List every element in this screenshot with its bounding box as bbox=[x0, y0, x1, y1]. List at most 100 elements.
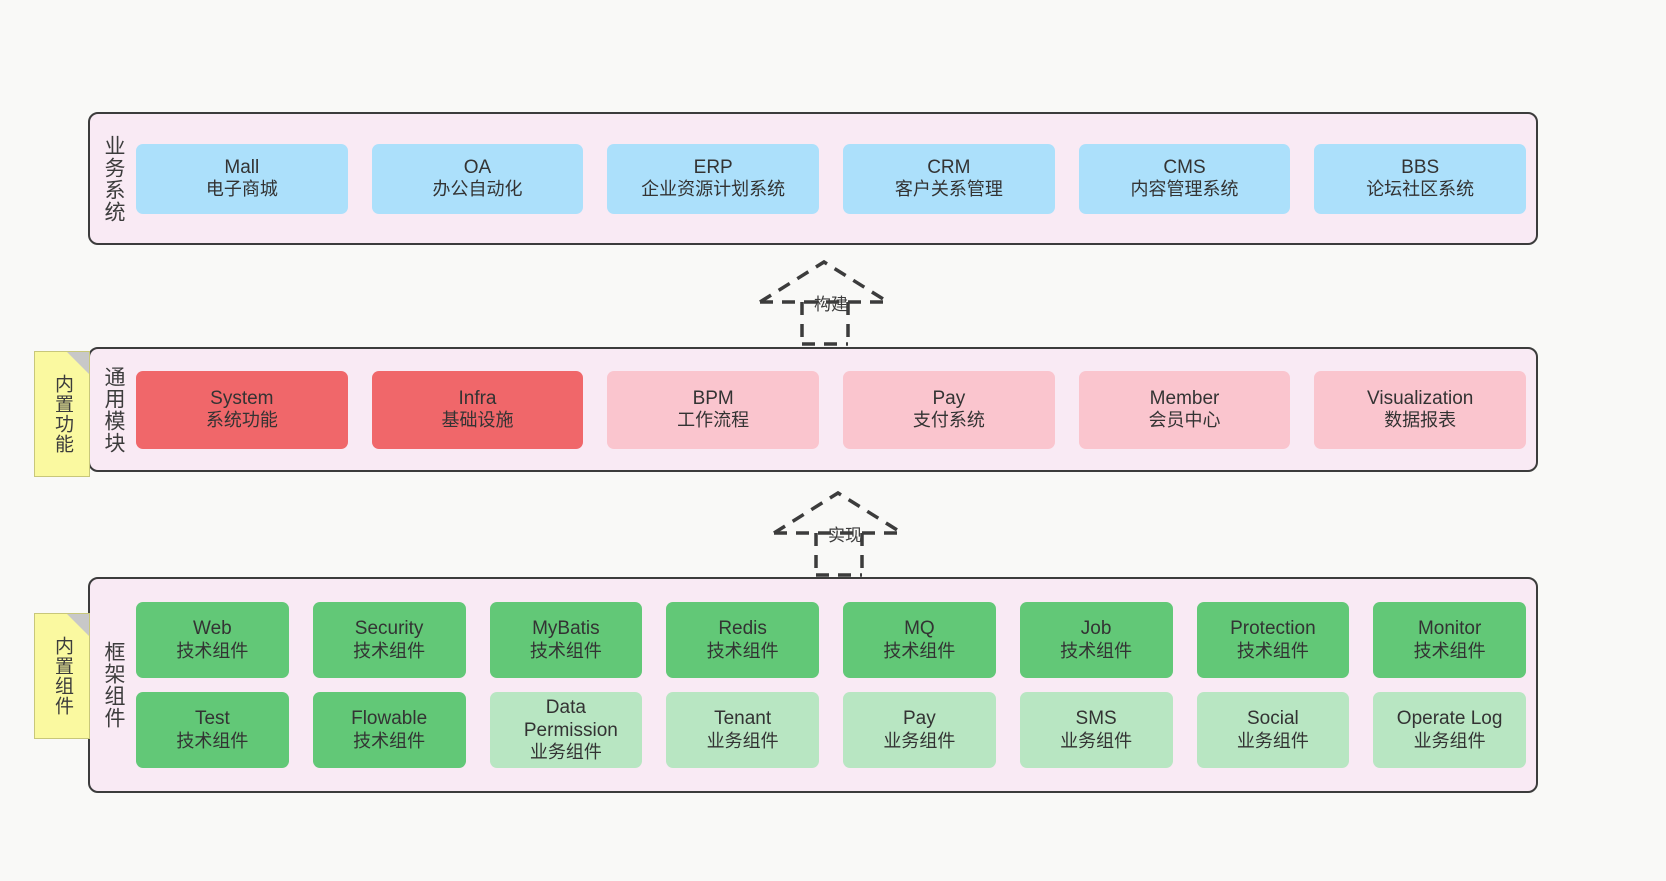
connector-implement-label: 实现 bbox=[828, 526, 862, 545]
node-subtitle: 基础设施 bbox=[441, 410, 514, 431]
node-bpm[interactable]: BPM 工作流程 bbox=[607, 370, 820, 449]
node-security[interactable]: Security 技术组件 bbox=[312, 602, 466, 678]
node-title: Flowable bbox=[351, 708, 428, 730]
node-title: Test bbox=[194, 708, 230, 730]
node-subtitle: 技术组件 bbox=[1236, 640, 1309, 661]
node-erp[interactable]: ERP 企业资源计划系统 bbox=[607, 143, 820, 214]
node-title: Mall bbox=[224, 156, 260, 178]
node-bbs[interactable]: BBS 论坛社区系统 bbox=[1314, 143, 1527, 214]
node-pay-component[interactable]: Pay 业务组件 bbox=[843, 692, 996, 768]
node-infra[interactable]: Infra 基础设施 bbox=[371, 370, 584, 449]
node-tenant[interactable]: Tenant 业务组件 bbox=[666, 692, 819, 768]
node-test[interactable]: Test 技术组件 bbox=[136, 692, 289, 768]
arrow-head-outline bbox=[759, 259, 889, 304]
layer-business-system: 业务系统 Mall 电子商城 OA 办公自动化 ERP 企业资源计划系统 CRM… bbox=[88, 112, 1538, 245]
node-cms[interactable]: CMS 内容管理系统 bbox=[1078, 143, 1291, 214]
node-subtitle: 技术组件 bbox=[529, 640, 602, 661]
node-subtitle: 业务组件 bbox=[706, 730, 779, 751]
node-title: MyBatis bbox=[532, 618, 600, 640]
node-mall[interactable]: Mall 电子商城 bbox=[136, 143, 348, 214]
node-subtitle: 技术组件 bbox=[353, 640, 426, 661]
node-web[interactable]: Web 技术组件 bbox=[136, 602, 289, 678]
layer-business-caption: 业务系统 bbox=[101, 134, 125, 223]
node-subtitle: 内容管理系统 bbox=[1130, 179, 1239, 200]
node-data-permission[interactable]: Data Permission 业务组件 bbox=[489, 692, 643, 768]
note-builtin-feature[interactable]: 内置功能 bbox=[34, 351, 90, 477]
node-title: Monitor bbox=[1417, 618, 1482, 640]
node-title: Protection bbox=[1230, 618, 1316, 640]
connector-build-label: 构建 bbox=[814, 295, 848, 314]
node-subtitle: 电子商城 bbox=[205, 179, 278, 200]
node-job[interactable]: Job 技术组件 bbox=[1019, 602, 1173, 678]
node-title: Visualization bbox=[1367, 387, 1474, 409]
node-title: OA bbox=[463, 156, 492, 178]
note-fold-corner-icon bbox=[67, 352, 89, 374]
layer-framework-body: Web 技术组件 Security 技术组件 MyBatis 技术组件 Redi… bbox=[136, 579, 1536, 791]
node-subtitle: 业务组件 bbox=[883, 730, 956, 751]
framework-business-row: Test 技术组件 Flowable 技术组件 Data Permission … bbox=[136, 692, 1526, 768]
node-social[interactable]: Social 业务组件 bbox=[1196, 692, 1350, 768]
node-subtitle: 业务组件 bbox=[1236, 730, 1309, 751]
node-title: MQ bbox=[904, 618, 935, 640]
node-subtitle: 企业资源计划系统 bbox=[641, 179, 786, 200]
layer-framework-caption: 框架组件 bbox=[101, 641, 125, 729]
connector-implement: 实现 bbox=[770, 489, 940, 577]
node-subtitle: 技术组件 bbox=[883, 640, 956, 661]
node-title: Tenant bbox=[714, 708, 772, 730]
node-subtitle: 数据报表 bbox=[1384, 410, 1457, 431]
node-title: System bbox=[210, 387, 274, 409]
node-subtitle: 支付系统 bbox=[912, 410, 985, 431]
node-redis[interactable]: Redis 技术组件 bbox=[666, 602, 819, 678]
node-subtitle: 技术组件 bbox=[176, 640, 249, 661]
node-title: Social bbox=[1247, 708, 1299, 730]
node-subtitle: 技术组件 bbox=[176, 730, 249, 751]
node-mybatis[interactable]: MyBatis 技术组件 bbox=[489, 602, 643, 678]
node-system[interactable]: System 系统功能 bbox=[136, 370, 348, 449]
node-title: Job bbox=[1080, 618, 1112, 640]
node-title: Pay bbox=[903, 708, 936, 730]
layer-framework-component: 框架组件 Web 技术组件 Security 技术组件 MyBatis 技术组件… bbox=[88, 577, 1538, 793]
node-title: BPM bbox=[692, 387, 734, 409]
node-subtitle: 论坛社区系统 bbox=[1366, 179, 1475, 200]
node-pay[interactable]: Pay 支付系统 bbox=[843, 370, 1055, 449]
layer-common-body: System 系统功能 Infra 基础设施 BPM 工作流程 Pay 支付系统… bbox=[136, 349, 1536, 470]
node-title: Web bbox=[193, 618, 232, 640]
node-title: Infra bbox=[458, 387, 497, 409]
node-member[interactable]: Member 会员中心 bbox=[1078, 370, 1291, 449]
note-builtin-component[interactable]: 内置组件 bbox=[34, 613, 90, 739]
node-subtitle: 客户关系管理 bbox=[894, 179, 1003, 200]
note-builtin-component-label: 内置组件 bbox=[52, 636, 74, 716]
node-title: CMS bbox=[1163, 156, 1206, 178]
node-monitor[interactable]: Monitor 技术组件 bbox=[1373, 602, 1526, 678]
node-title: Redis bbox=[718, 618, 767, 640]
node-subtitle: 业务组件 bbox=[1060, 730, 1133, 751]
node-flowable[interactable]: Flowable 技术组件 bbox=[312, 692, 466, 768]
node-subtitle: 技术组件 bbox=[1060, 640, 1133, 661]
node-title: Security bbox=[354, 618, 424, 640]
node-title: BBS bbox=[1401, 156, 1440, 178]
node-sms[interactable]: SMS 业务组件 bbox=[1019, 692, 1173, 768]
node-visualization[interactable]: Visualization 数据报表 bbox=[1314, 370, 1527, 449]
node-title: SMS bbox=[1075, 708, 1117, 730]
node-subtitle: 业务组件 bbox=[529, 742, 602, 763]
node-protection[interactable]: Protection 技术组件 bbox=[1196, 602, 1350, 678]
common-node-row: System 系统功能 Infra 基础设施 BPM 工作流程 Pay 支付系统… bbox=[136, 370, 1527, 449]
node-title: CRM bbox=[927, 156, 971, 178]
connector-build: 构建 bbox=[756, 258, 926, 346]
node-oa[interactable]: OA 办公自动化 bbox=[371, 143, 584, 214]
node-title: Operate Log bbox=[1396, 708, 1503, 730]
node-subtitle: 技术组件 bbox=[706, 640, 779, 661]
node-title: Member bbox=[1149, 387, 1220, 409]
node-subtitle: 工作流程 bbox=[677, 410, 750, 431]
node-subtitle: 技术组件 bbox=[1413, 640, 1486, 661]
node-operate-log[interactable]: Operate Log 业务组件 bbox=[1373, 692, 1526, 768]
node-title: Pay bbox=[932, 387, 966, 409]
node-crm[interactable]: CRM 客户关系管理 bbox=[843, 143, 1055, 214]
node-subtitle: 办公自动化 bbox=[432, 179, 523, 200]
node-mq[interactable]: MQ 技术组件 bbox=[843, 602, 996, 678]
business-node-row: Mall 电子商城 OA 办公自动化 ERP 企业资源计划系统 CRM 客户关系… bbox=[136, 143, 1527, 214]
layer-business-body: Mall 电子商城 OA 办公自动化 ERP 企业资源计划系统 CRM 客户关系… bbox=[136, 114, 1536, 243]
node-subtitle: 系统功能 bbox=[205, 410, 278, 431]
node-subtitle: 技术组件 bbox=[353, 730, 426, 751]
note-builtin-feature-label: 内置功能 bbox=[52, 374, 74, 454]
